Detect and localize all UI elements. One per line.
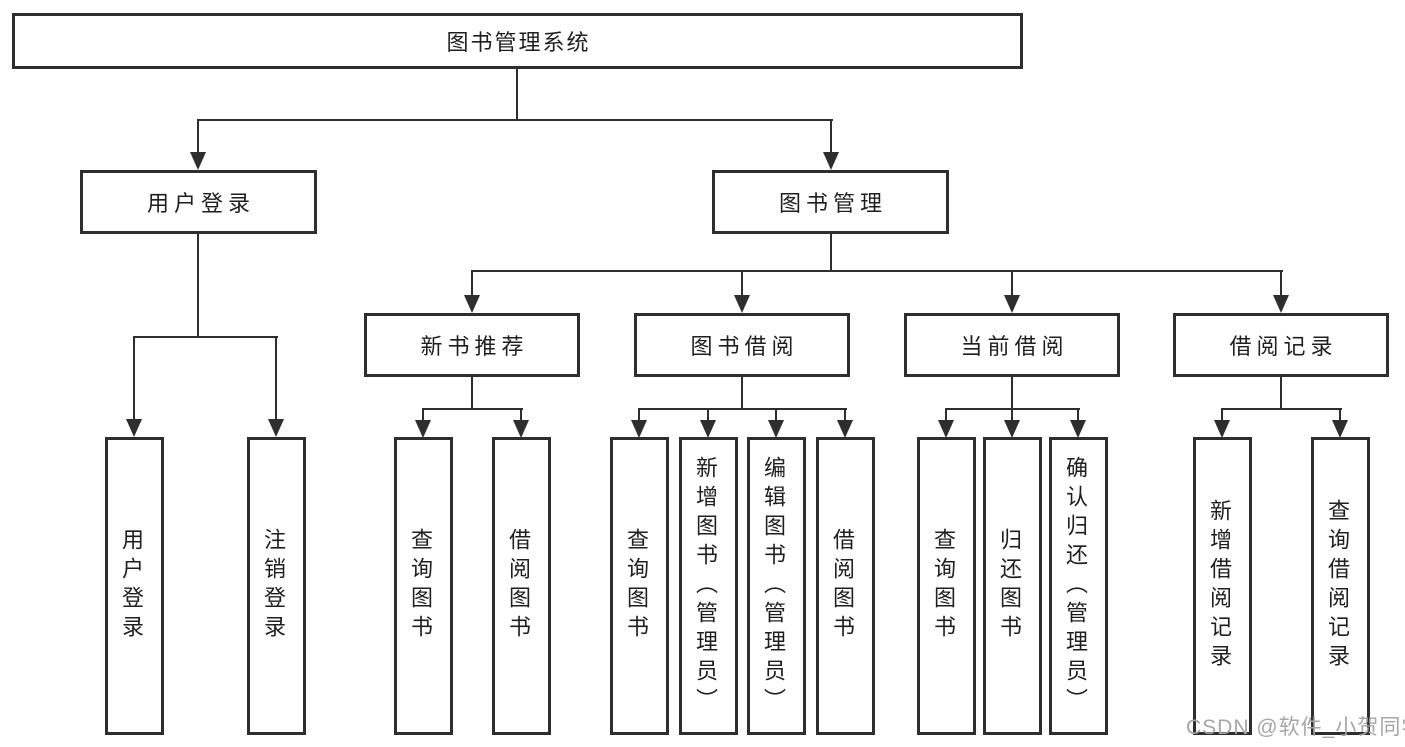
node-book-borrowing: 图书借阅: [634, 313, 850, 377]
connector-bookmgmt-hline: [471, 270, 1283, 272]
leaf-label: 新增图书（管理员）: [693, 455, 718, 717]
arrow-down-icon: [464, 295, 480, 313]
arrow-down-icon: [126, 419, 142, 437]
arrow-down-icon: [1273, 295, 1289, 313]
connector-leaf-shaft: [945, 408, 947, 422]
leaf-label: 借阅图书: [830, 528, 855, 644]
connector-l3-shaft: [1280, 270, 1282, 298]
leaf-edit-book-admin: 编辑图书（管理员）: [747, 437, 806, 735]
leaf-user-login: 用户登录: [105, 437, 164, 735]
arrow-down-icon: [513, 420, 529, 438]
connector-l3-stem: [741, 377, 743, 408]
connector-userlogin-hline: [133, 336, 278, 338]
connector-l3-shaft: [471, 270, 473, 298]
leaf-label: 查询图书: [408, 528, 433, 644]
arrow-down-icon: [1004, 420, 1020, 438]
leaf-query-borrow-record: 查询借阅记录: [1311, 437, 1370, 735]
arrow-down-icon: [631, 420, 647, 438]
node-library-management-system: 图书管理系统: [12, 13, 1023, 69]
arrow-down-icon: [1214, 420, 1230, 438]
arrow-down-icon: [415, 420, 431, 438]
leaf-borrow-books-recommend: 借阅图书: [492, 437, 551, 735]
node-label: 图书借阅: [690, 334, 799, 359]
node-label: 新书推荐: [420, 334, 529, 359]
arrow-down-icon: [768, 420, 784, 438]
arrow-down-icon: [938, 420, 954, 438]
node-new-book-recommendation: 新书推荐: [364, 313, 580, 377]
leaf-label: 查询图书: [931, 528, 956, 644]
connector-leaf-shaft: [1077, 408, 1079, 422]
connector-userlogin-shaft: [197, 119, 199, 155]
arrow-down-icon: [1004, 295, 1020, 313]
node-label: 图书管理: [778, 191, 887, 216]
leaf-label: 借阅图书: [506, 528, 531, 644]
connector-l3-stem: [471, 377, 473, 408]
node-book-management: 图书管理: [712, 170, 949, 234]
leaf-label: 注销登录: [261, 528, 286, 644]
connector-l3-hline: [638, 408, 847, 410]
connector-l3-shaft: [741, 270, 743, 298]
leaf-add-book-admin: 新增图书（管理员）: [679, 437, 738, 735]
connector-bookmgmt-shaft: [830, 119, 832, 155]
node-label: 当前借阅: [960, 334, 1069, 359]
arrow-down-icon: [190, 152, 206, 170]
node-borrowing-records: 借阅记录: [1173, 313, 1389, 377]
leaf-query-books-recommend: 查询图书: [394, 437, 453, 735]
connector-leaf-shaft: [133, 336, 135, 421]
connector-userlogin-stem: [197, 234, 199, 336]
connector-leaf-shaft: [1221, 408, 1223, 422]
connector-root-hline: [197, 119, 833, 121]
leaf-label: 查询图书: [624, 528, 649, 644]
arrow-down-icon: [1332, 420, 1348, 438]
arrow-down-icon: [734, 295, 750, 313]
connector-root-stem: [516, 69, 518, 119]
arrow-down-icon: [837, 420, 853, 438]
connector-leaf-shaft: [1339, 408, 1341, 422]
node-user-login: 用户登录: [80, 170, 317, 234]
leaf-confirm-return-admin: 确认归还（管理员）: [1049, 437, 1108, 735]
connector-l3-stem: [1280, 377, 1282, 408]
connector-leaf-shaft: [775, 408, 777, 422]
leaf-add-borrow-record: 新增借阅记录: [1193, 437, 1252, 735]
node-label: 用户登录: [146, 191, 255, 216]
leaf-logout: 注销登录: [247, 437, 306, 735]
node-current-borrowing: 当前借阅: [904, 313, 1120, 377]
leaf-label: 确认归还（管理员）: [1063, 455, 1088, 717]
connector-leaf-shaft: [275, 336, 277, 421]
leaf-query-books-borrowing: 查询图书: [610, 437, 669, 735]
connector-l3-hline: [422, 408, 523, 410]
leaf-return-books: 归还图书: [983, 437, 1042, 735]
connector-bookmgmt-stem: [830, 234, 832, 270]
arrow-down-icon: [268, 419, 284, 437]
connector-leaf-shaft: [638, 408, 640, 422]
connector-l3-stem: [1011, 377, 1013, 408]
leaf-query-books-current: 查询图书: [917, 437, 976, 735]
arrow-down-icon: [823, 152, 839, 170]
connector-l3-shaft: [1011, 270, 1013, 298]
arrow-down-icon: [700, 420, 716, 438]
connector-leaf-shaft: [844, 408, 846, 422]
csdn-watermark: CSDN @软件_小贺同学: [1186, 716, 1405, 739]
connector-leaf-shaft: [422, 408, 424, 422]
connector-l3-hline: [1221, 408, 1342, 410]
leaf-borrow-books-borrowing: 借阅图书: [816, 437, 875, 735]
node-label: 借阅记录: [1229, 334, 1338, 359]
leaf-label: 新增借阅记录: [1207, 499, 1232, 673]
leaf-label: 用户登录: [119, 528, 144, 644]
connector-leaf-shaft: [520, 408, 522, 422]
leaf-label: 编辑图书（管理员）: [761, 455, 786, 717]
connector-leaf-shaft: [707, 408, 709, 422]
node-label: 图书管理系统: [446, 30, 591, 55]
connector-leaf-shaft: [1011, 408, 1013, 422]
leaf-label: 归还图书: [997, 528, 1022, 644]
leaf-label: 查询借阅记录: [1325, 499, 1350, 673]
arrow-down-icon: [1070, 420, 1086, 438]
